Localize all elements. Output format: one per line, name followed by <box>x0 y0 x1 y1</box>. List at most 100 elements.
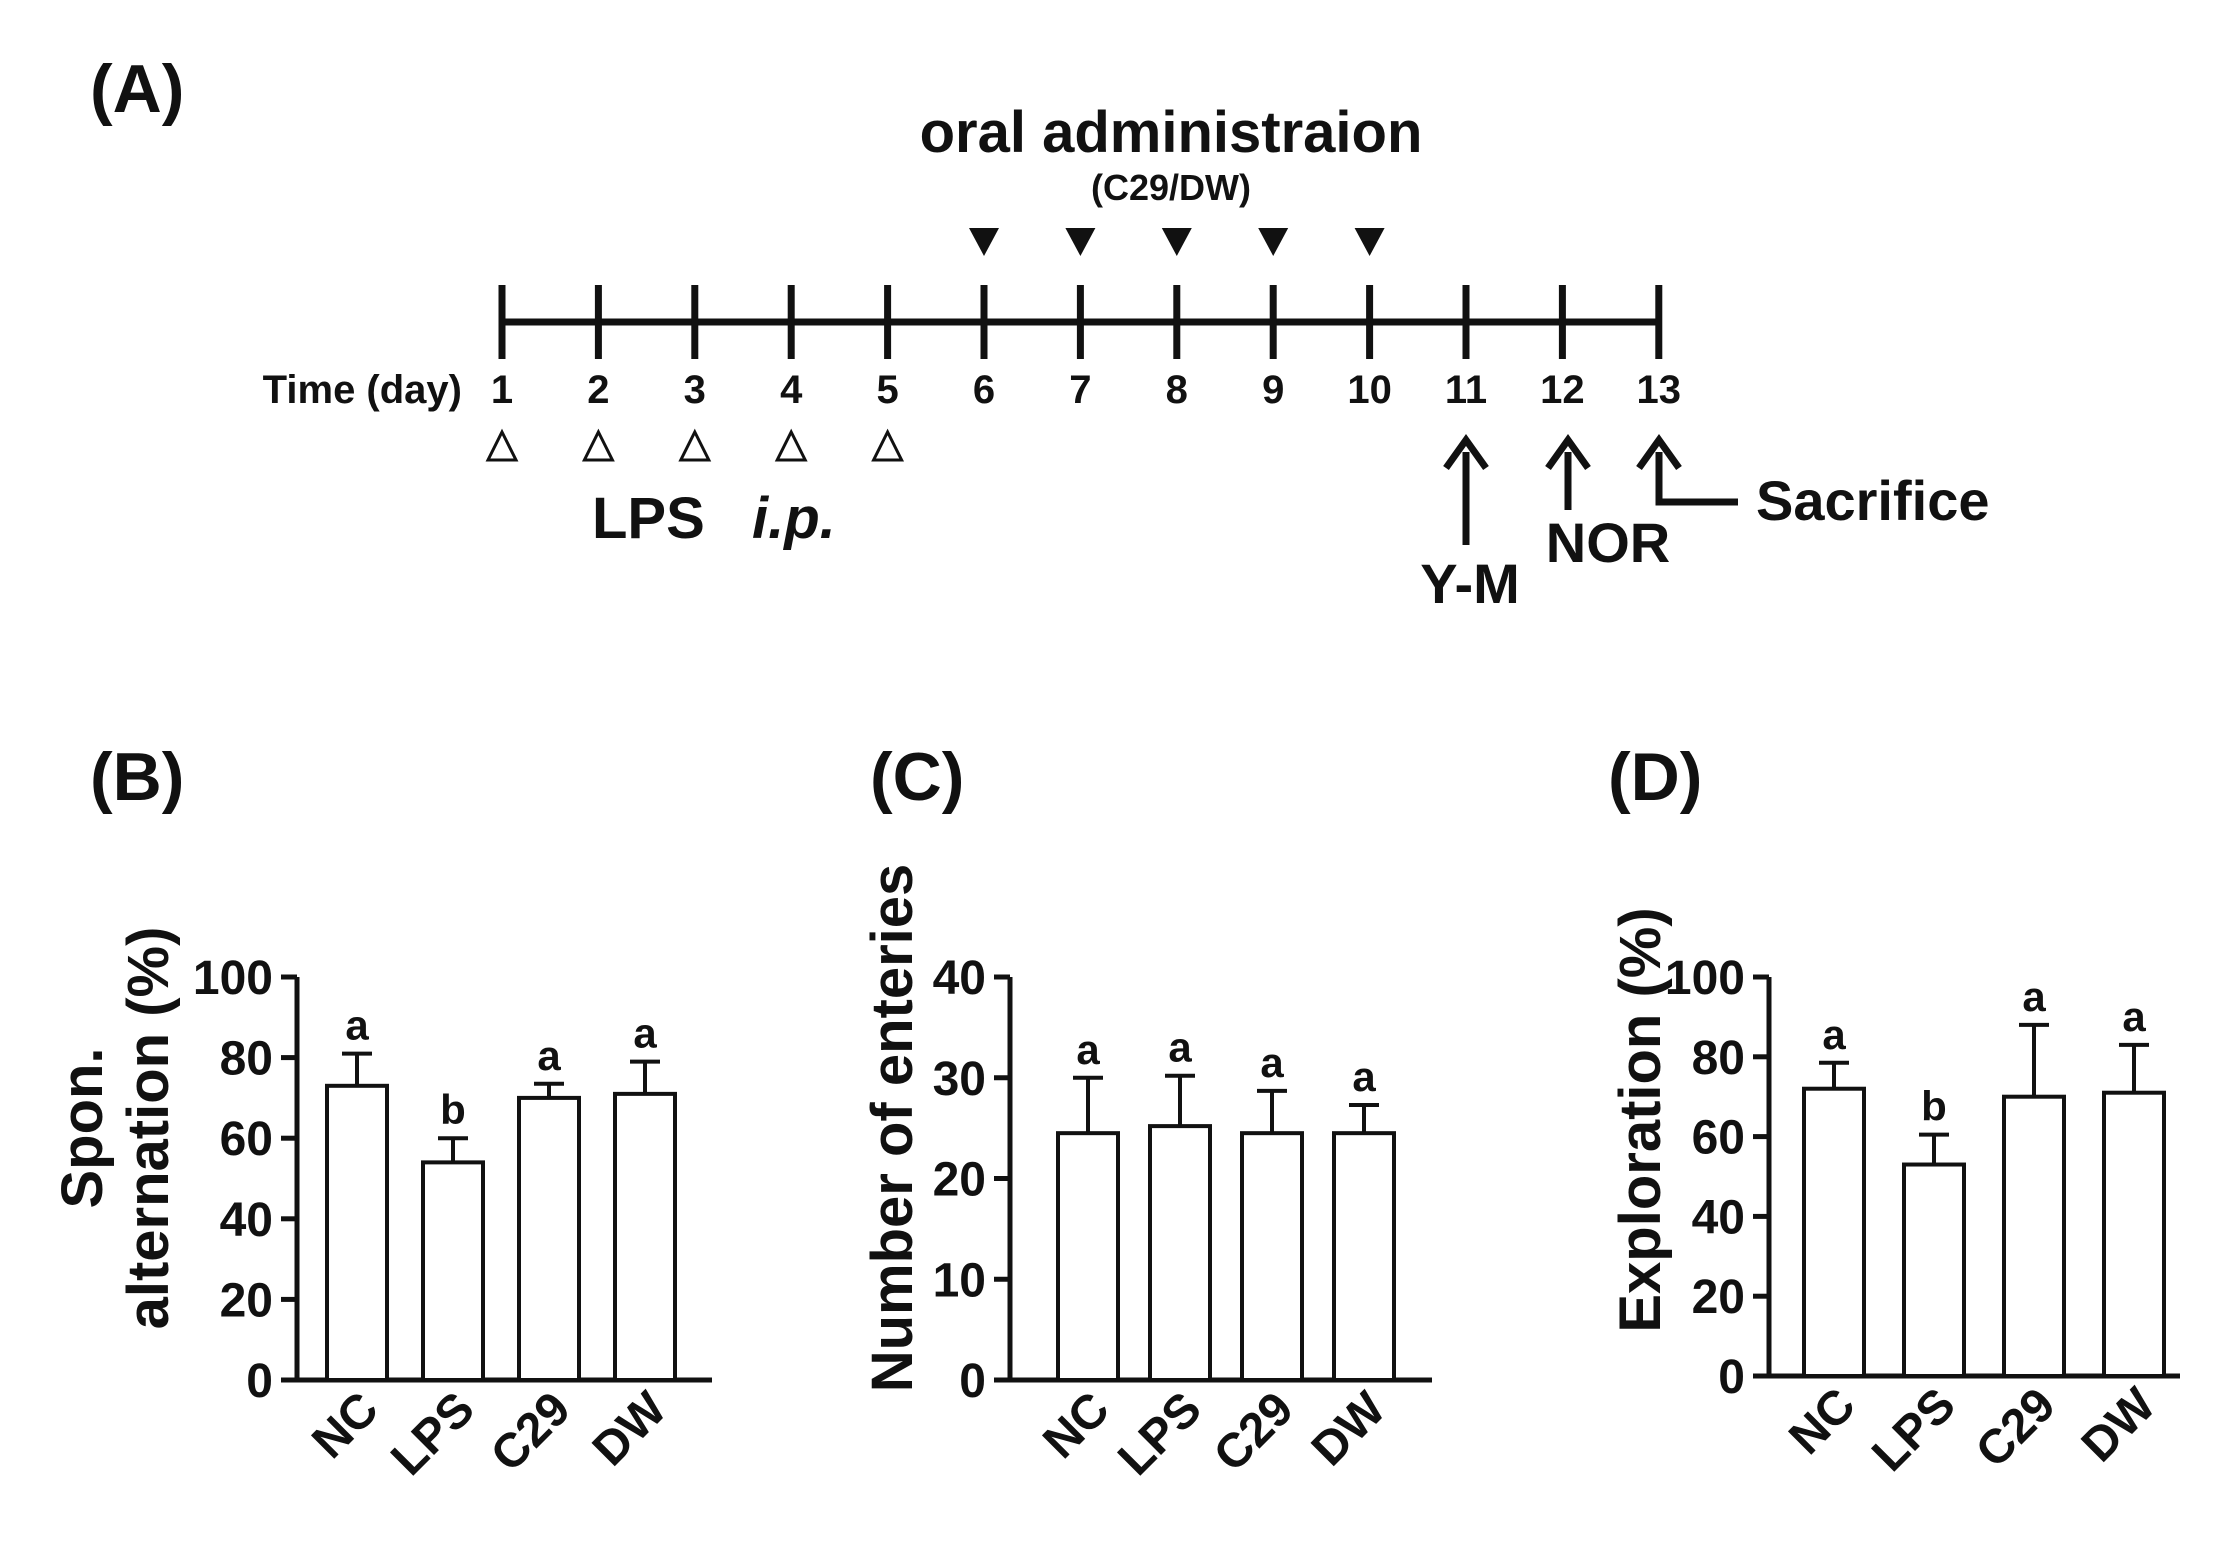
nor-label: NOR <box>1546 511 1670 574</box>
ym-label: Y-M <box>1420 552 1520 615</box>
timeline-panel: (A) oral administraion (C29/DW) Time (da… <box>90 51 1990 615</box>
x-tick-label: LPS <box>1862 1378 1965 1481</box>
chart-panel-b: (B) Spon. alternation (%) 0 20 40 60 80 100 aN… <box>50 739 712 1486</box>
timeline-day-label: 8 <box>1166 368 1188 412</box>
lps-injection-triangle <box>678 428 712 462</box>
significance-letter: a <box>1260 1039 1284 1086</box>
bar <box>1056 1131 1120 1382</box>
timeline-day-label: 9 <box>1262 368 1284 412</box>
y-tick-label: 80 <box>220 1033 273 1086</box>
x-tick-label: DW <box>1302 1382 1397 1477</box>
bar <box>1148 1124 1212 1382</box>
bar <box>1240 1131 1304 1382</box>
y-tick-label: 40 <box>220 1194 273 1247</box>
timeline-day-label: 12 <box>1540 368 1585 412</box>
oral-dose-triangle <box>969 228 999 256</box>
timeline-day-label: 2 <box>587 368 609 412</box>
timeline-day-label: 6 <box>973 368 995 412</box>
y-tick-label: 60 <box>220 1113 273 1166</box>
panel-label-a: (A) <box>90 51 184 127</box>
panel-label-b: (B) <box>90 739 184 815</box>
x-tick-label: C29 <box>1966 1378 2066 1478</box>
y-tick-label: 0 <box>1718 1351 1745 1404</box>
nor-arrow <box>1545 433 1591 510</box>
x-tick-label: NC <box>302 1382 388 1468</box>
x-tick-label: LPS <box>381 1382 484 1485</box>
lps-injection-triangle <box>581 428 615 462</box>
significance-letter: b <box>1921 1083 1947 1130</box>
significance-letter: a <box>1168 1024 1192 1071</box>
bar <box>517 1095 581 1383</box>
x-tick-label: LPS <box>1108 1382 1211 1485</box>
lps-route-label: i.p. <box>752 486 836 551</box>
y-tick-label: 0 <box>246 1355 273 1408</box>
significance-letter: a <box>1352 1053 1376 1100</box>
timeline-subtitle: (C29/DW) <box>1091 167 1251 208</box>
bar <box>1902 1162 1966 1379</box>
oral-dose-markers <box>969 228 1385 256</box>
oral-dose-triangle <box>1065 228 1096 256</box>
timeline-day-label: 7 <box>1069 368 1091 412</box>
y-tick-label: 0 <box>959 1355 986 1408</box>
timeline-day-label: 11 <box>1445 368 1487 412</box>
chart-panel-c: (C) Number of enteries 010203040aNCaLPSa… <box>860 739 1432 1486</box>
bar <box>1802 1086 1866 1378</box>
bar <box>2102 1090 2166 1378</box>
ylabel-b-line1: Spon. <box>50 1047 115 1208</box>
y-tick-label: 100 <box>193 952 273 1005</box>
y-tick-label: 40 <box>933 952 986 1005</box>
bar <box>325 1083 389 1383</box>
x-tick-label: C29 <box>481 1382 581 1482</box>
significance-letter: a <box>1822 1011 1846 1058</box>
x-tick-label: C29 <box>1204 1382 1304 1482</box>
y-tick-label: 60 <box>1692 1112 1745 1165</box>
timeline-day-label: 1 <box>491 368 513 412</box>
panel-label-c: (C) <box>870 739 964 815</box>
time-axis-label: Time (day) <box>263 368 462 412</box>
x-tick-label: DW <box>2072 1378 2167 1473</box>
ylabel-b-line2: alternation (%) <box>116 927 181 1330</box>
y-tick-label: 100 <box>1665 952 1745 1005</box>
lps-label: LPS <box>592 486 705 551</box>
y-tick-label: 40 <box>1692 1191 1745 1244</box>
timeline-ticks <box>498 285 1663 359</box>
bar <box>613 1091 677 1382</box>
significance-letter: b <box>440 1086 466 1133</box>
timeline-day-label: 5 <box>876 368 898 412</box>
x-tick-label: DW <box>583 1382 678 1477</box>
significance-letter: a <box>1076 1026 1100 1073</box>
y-tick-label: 10 <box>933 1254 986 1307</box>
lps-injection-triangle <box>774 428 808 462</box>
significance-letter: a <box>2022 973 2046 1020</box>
x-tick-label: NC <box>1033 1382 1119 1468</box>
chart-panel-d: (D) Exploration (%) 020406080100aNCbLPSa… <box>1608 739 2180 1482</box>
lps-injection-triangle <box>485 428 519 462</box>
sacrifice-label: Sacrifice <box>1756 469 1990 532</box>
sacrifice-arrow <box>1636 433 1738 506</box>
y-tick-label: 20 <box>933 1154 986 1207</box>
bar <box>2002 1094 2066 1378</box>
ylabel-d: Exploration (%) <box>1608 907 1673 1332</box>
oral-dose-triangle <box>1161 228 1192 256</box>
y-tick-label: 80 <box>1692 1032 1745 1085</box>
y-tick-label: 20 <box>1692 1271 1745 1324</box>
ym-arrow <box>1443 433 1489 545</box>
significance-letter: a <box>345 1002 369 1049</box>
significance-letter: a <box>633 1010 657 1057</box>
timeline-day-label: 10 <box>1347 368 1392 412</box>
lps-injection-markers <box>485 428 905 462</box>
lps-injection-triangle <box>871 428 905 462</box>
timeline-day-label: 4 <box>780 368 803 412</box>
timeline-title: oral administraion <box>920 100 1423 165</box>
timeline-day-label: 13 <box>1637 368 1682 412</box>
oral-dose-triangle <box>1354 228 1385 256</box>
panel-label-d: (D) <box>1608 739 1702 815</box>
y-tick-label: 20 <box>220 1274 273 1327</box>
significance-letter: a <box>2122 993 2146 1040</box>
ylabel-c: Number of enteries <box>860 864 925 1393</box>
